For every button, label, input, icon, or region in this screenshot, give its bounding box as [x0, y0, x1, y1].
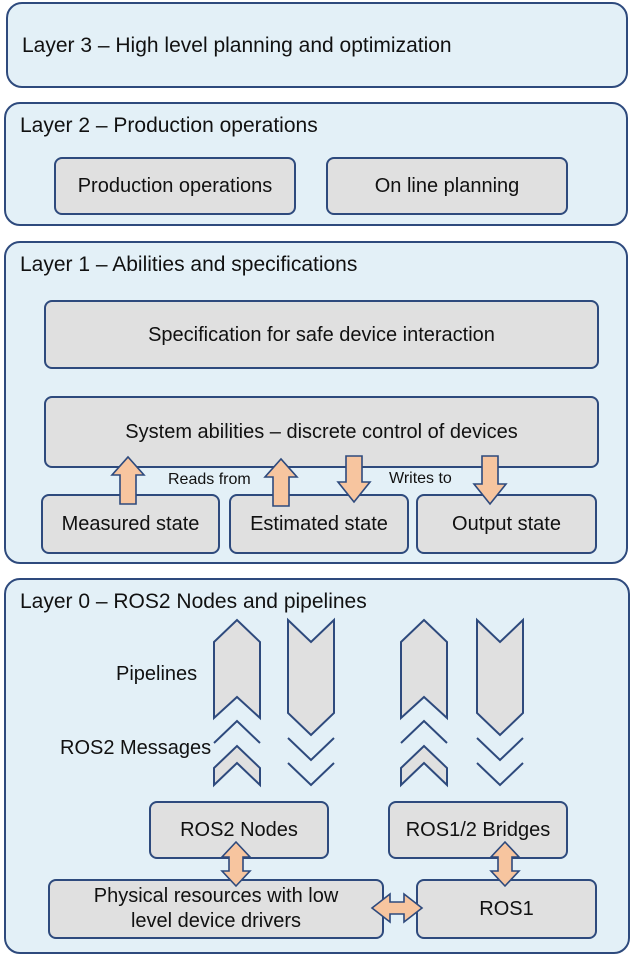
bridges-double-arrow	[489, 840, 521, 888]
layer-0-title: Layer 0 – ROS2 Nodes and pipelines	[20, 590, 367, 613]
ros2-nodes-double-arrow	[220, 840, 252, 888]
output-state-box: Output state	[416, 494, 597, 554]
pipeline-2-message-chevron-tail	[287, 762, 335, 787]
pipeline-1-upward-chevron	[213, 618, 261, 721]
physical-resources-line-1: Physical resources with low	[93, 885, 339, 907]
pipeline-3-message-chevron	[400, 719, 448, 744]
pipeline-4-message-chevron-tail	[476, 762, 524, 787]
physical-resources-line-2: level device drivers	[130, 910, 302, 932]
estimated-state-up-arrow	[263, 457, 299, 507]
ros1-2-bridges-box: ROS1/2 Bridges	[388, 801, 568, 859]
layer-1-title: Layer 1 – Abilities and specifications	[20, 253, 358, 276]
pipeline-1-message-chevron-tail	[213, 744, 261, 788]
online-planning-box: On line planning	[326, 157, 568, 215]
physical-ros1-double-arrow	[370, 892, 424, 924]
pipeline-3-upward-chevron	[400, 618, 448, 721]
ros2-messages-label: ROS2 Messages	[60, 737, 212, 759]
system-abilities-box: System abilities – discrete control of d…	[44, 396, 599, 468]
reads-from-label: Reads from	[168, 471, 251, 488]
measured-state-up-arrow	[110, 455, 146, 505]
layer-3-title: Layer 3 – High level planning and optimi…	[22, 34, 452, 57]
estimated-state-box: Estimated state	[229, 494, 409, 554]
physical-resources-box: Physical resources with low level device…	[48, 879, 384, 939]
output-writes-down-arrow-1	[336, 455, 372, 504]
pipeline-1-message-chevron	[213, 719, 261, 744]
pipeline-4-message-chevron	[476, 737, 524, 762]
production-operations-box: Production operations	[54, 157, 296, 215]
pipeline-4-downward-chevron	[476, 617, 524, 737]
pipeline-2-downward-chevron	[287, 617, 335, 737]
output-writes-down-arrow-2	[472, 455, 508, 506]
pipeline-2-message-chevron	[287, 737, 335, 762]
layer-2-title: Layer 2 – Production operations	[20, 114, 318, 137]
specification-box: Specification for safe device interactio…	[44, 300, 599, 369]
layer-3-panel: Layer 3 – High level planning and optimi…	[6, 2, 628, 88]
pipeline-3-message-chevron-tail	[400, 744, 448, 788]
writes-to-label: Writes to	[389, 470, 452, 487]
pipelines-label: Pipelines	[116, 663, 198, 685]
